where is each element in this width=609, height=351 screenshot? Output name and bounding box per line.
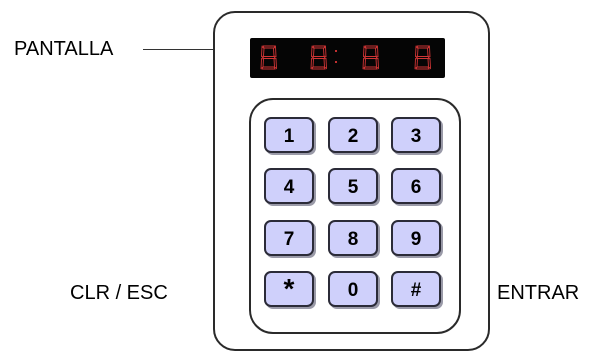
segment-e: [362, 57, 366, 70]
key-6[interactable]: 6: [391, 168, 441, 204]
segment-b: [375, 45, 379, 58]
segment-g: [311, 56, 326, 59]
key-hash[interactable]: #: [391, 271, 441, 307]
segment-b: [323, 45, 327, 58]
segment-g: [363, 56, 378, 59]
segment-d: [363, 66, 378, 70]
seven-segment-display: [250, 38, 445, 78]
key-star[interactable]: *: [264, 271, 314, 307]
segment-b: [427, 45, 431, 58]
display-digit-4: [414, 45, 431, 70]
key-5[interactable]: 5: [328, 168, 378, 204]
segment-f: [311, 45, 315, 58]
segment-a: [262, 45, 276, 49]
enter-label: ENTRAR: [497, 282, 580, 304]
segment-b: [273, 45, 277, 58]
keypad: 1 2 3 4 5 6 7 8 9 * 0 #: [249, 98, 461, 334]
segment-f: [415, 45, 419, 58]
segment-f: [363, 45, 367, 58]
display-digit-2: [310, 45, 327, 70]
display-digit-1: [260, 45, 277, 70]
segment-a: [312, 45, 326, 49]
key-0[interactable]: 0: [328, 271, 378, 307]
key-1[interactable]: 1: [264, 117, 314, 153]
segment-a: [416, 45, 430, 49]
segment-d: [311, 66, 326, 70]
key-7[interactable]: 7: [264, 220, 314, 256]
segment-e: [414, 57, 418, 70]
display-label: PANTALLA: [14, 38, 114, 60]
key-8[interactable]: 8: [328, 220, 378, 256]
segment-d: [261, 66, 276, 70]
display-colon: [335, 50, 337, 66]
segment-g: [261, 56, 276, 59]
display-digit-3: [362, 45, 379, 70]
key-4[interactable]: 4: [264, 168, 314, 204]
segment-g: [415, 56, 430, 59]
segment-a: [364, 45, 378, 49]
clear-escape-label: CLR / ESC: [70, 282, 168, 304]
display-leader-line: [143, 49, 250, 50]
segment-e: [260, 57, 264, 70]
segment-d: [415, 66, 430, 70]
segment-e: [310, 57, 314, 70]
key-3[interactable]: 3: [391, 117, 441, 153]
key-9[interactable]: 9: [391, 220, 441, 256]
key-2[interactable]: 2: [328, 117, 378, 153]
segment-f: [261, 45, 265, 58]
